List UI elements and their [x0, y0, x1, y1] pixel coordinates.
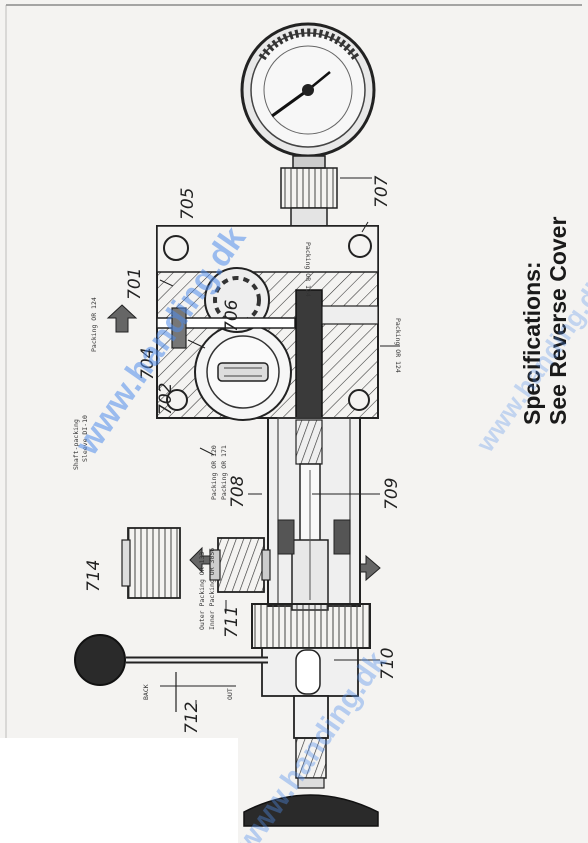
callout-712: 712 — [182, 701, 202, 734]
pump-body — [156, 225, 379, 421]
lever — [74, 634, 268, 712]
label-outer-packing: Outer Packing OR 133 — [198, 551, 206, 630]
spindle-and-foot — [243, 695, 379, 827]
leader-lines — [159, 177, 400, 712]
label-inner-packing: Inner Packing OR 3056 — [208, 547, 216, 630]
label-packing-or124-bottom: Packing OR 124 — [394, 318, 402, 373]
label-packing-or124-block: Packing OR 124 — [304, 242, 312, 297]
label-packing-or124-left: Packing OR 124 — [90, 297, 98, 352]
label-packing-or120: Packing OR 120 — [210, 445, 218, 500]
label-packing-or171: Packing OR 171 — [220, 445, 228, 500]
cylinder-assembly — [267, 417, 361, 611]
callout-711: 711 — [222, 605, 242, 638]
callout-701: 701 — [125, 267, 145, 300]
callout-709: 709 — [382, 477, 402, 510]
callout-714: 714 — [84, 559, 104, 592]
callout-706: 706 — [222, 299, 242, 332]
handwheel — [251, 603, 371, 697]
callout-707: 707 — [372, 175, 392, 208]
side-parts — [121, 527, 271, 599]
blank-label-area — [0, 738, 238, 843]
label-out: OUT — [226, 688, 234, 700]
callout-708: 708 — [228, 475, 248, 508]
callout-702: 702 — [156, 382, 176, 415]
label-back: BACK — [142, 684, 150, 700]
callout-705: 705 — [178, 187, 198, 220]
pressure-gauge — [240, 22, 376, 229]
